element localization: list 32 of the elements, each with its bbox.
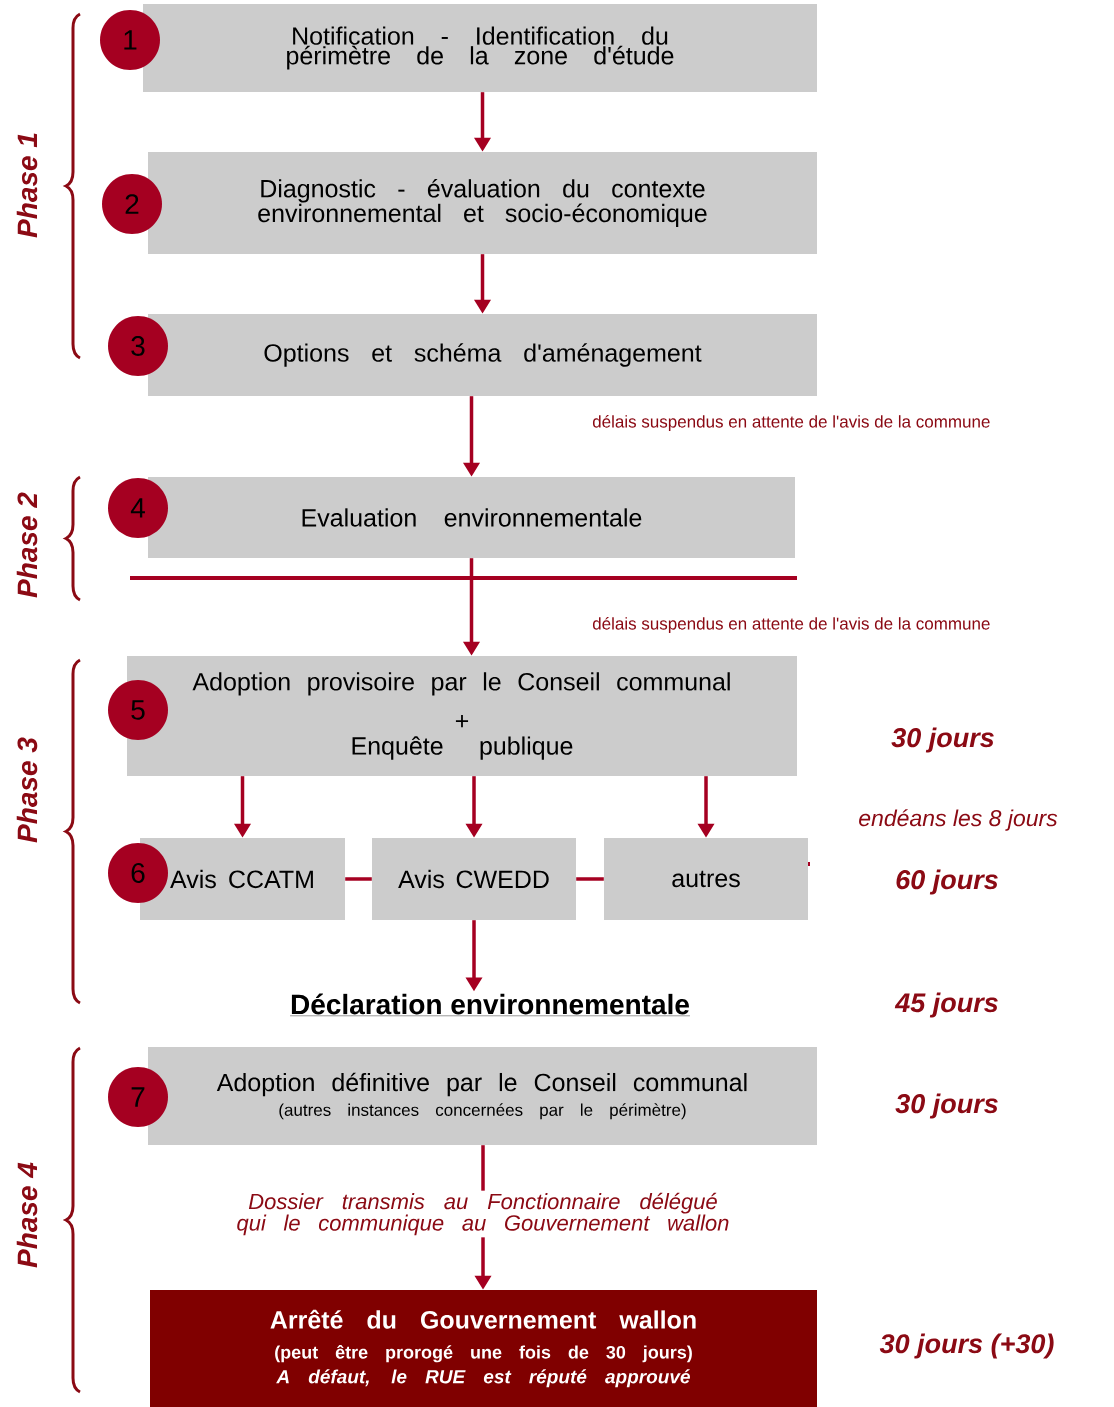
process-box: Diagnostic - évaluation du contexte environnemental et socio-économique <box>148 152 817 254</box>
step-number: 7 <box>108 1067 168 1127</box>
process-box: Adoption définitive par le Conseil communal (autres instances concernées par le périmètre) <box>148 1047 817 1145</box>
duration-label: 60 jours <box>896 869 998 895</box>
duration-label: endéans les 8 jours <box>859 809 1058 831</box>
process-box: Avis CWEDD <box>372 838 576 920</box>
phase-label: Phase 2 <box>16 492 38 598</box>
process-box: Evaluation environnementale <box>148 477 795 558</box>
result-box: Arrêté du Gouvernement wallon (peut être prorogé une fois de 30 jours) A défaut, le RUE est réputé approuvé <box>150 1290 817 1407</box>
process-box: Options et schéma d'aménagement <box>148 314 817 396</box>
step-number: 4 <box>108 478 168 538</box>
delay-note: délais suspendus en attente de l'avis de la commune <box>592 616 990 633</box>
phase-label: Phase 4 <box>16 1162 38 1268</box>
duration-label: 45 jours <box>894 992 998 1018</box>
step-number: 3 <box>108 316 168 376</box>
duration-label: 30 jours <box>891 727 994 753</box>
phase-label: Phase 3 <box>16 737 38 843</box>
duration-label: 30 jours <box>895 1093 998 1119</box>
step-number: 2 <box>102 174 162 234</box>
step-number: 6 <box>108 843 168 903</box>
connector-line <box>481 1145 485 1191</box>
process-box: Notification - Identification du périmètre de la zone d'étude <box>143 4 817 92</box>
step-number: 1 <box>100 10 160 70</box>
duration-label: 30 jours (+30) <box>879 1333 1054 1359</box>
connector-line <box>345 877 372 881</box>
process-box: autres <box>604 838 808 920</box>
step-number: 5 <box>108 680 168 740</box>
step-text: Dossier transmis au Fonctionnaire délégué qui le communique au Gouvernement wallon <box>237 1192 729 1236</box>
delay-note: délais suspendus en attente de l'avis de la commune <box>592 414 990 431</box>
phase-label: Phase 1 <box>16 133 38 238</box>
connector-line <box>576 877 604 881</box>
step-text: Déclaration environnementale <box>289 993 691 1016</box>
